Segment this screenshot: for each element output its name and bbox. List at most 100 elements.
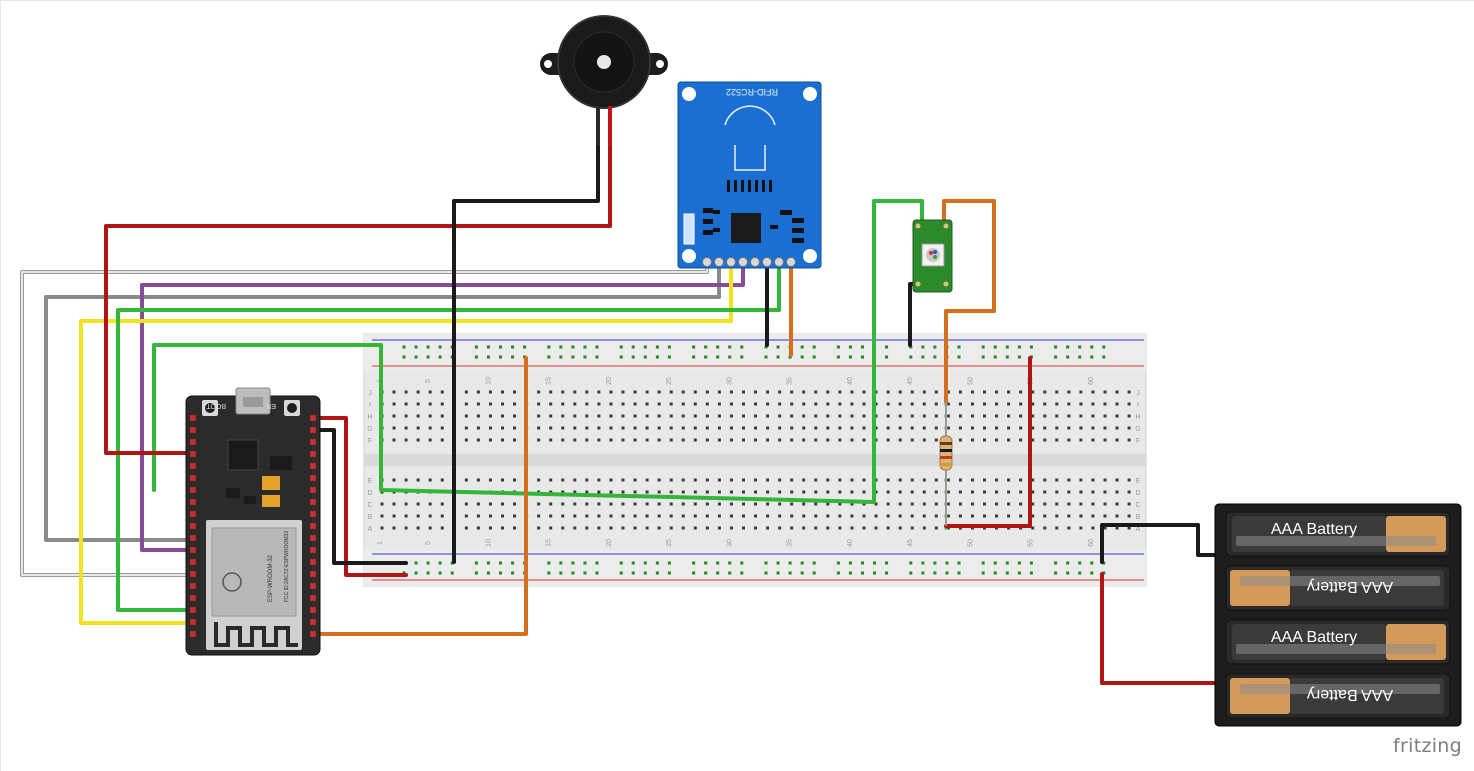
breadboard-column-number: 30 — [726, 539, 733, 547]
breadboard-column-number: 25 — [666, 539, 673, 547]
esp32-pin-right — [309, 486, 317, 494]
wire-red-esp — [311, 416, 408, 577]
esp32-pin-left — [189, 426, 197, 434]
rfid-pin — [726, 257, 736, 267]
breadboard-column-number: 20 — [606, 539, 613, 547]
esp32-pin-right — [309, 462, 317, 470]
wire-black-battery — [1100, 523, 1220, 564]
breadboard-column-number: 45 — [907, 377, 914, 385]
esp32-pin-left — [189, 606, 197, 614]
battery-cell: AAA Battery — [1225, 673, 1451, 719]
esp32-pin-right — [309, 618, 317, 626]
esp32-pin-right — [309, 414, 317, 422]
breadboard-row-letter: H — [1135, 414, 1140, 421]
breadboard: 1155101015152020252530303535404045455050… — [363, 333, 1147, 587]
breadboard-column-number: 1 — [377, 541, 384, 545]
rfid-pin — [750, 257, 760, 267]
rfid-pin — [786, 257, 796, 267]
esp32-pin-right — [309, 558, 317, 566]
esp32-pin-right — [309, 498, 317, 506]
fritzing-watermark: fritzing — [1393, 735, 1462, 757]
wire-black-esp — [311, 428, 408, 565]
breadboard-column-number: 60 — [1088, 377, 1095, 385]
breadboard-column-number: 45 — [907, 539, 914, 547]
battery-label: AAA Battery — [1307, 578, 1393, 595]
esp32-pin-left — [189, 474, 197, 482]
breadboard-row-letter: C — [1135, 502, 1140, 509]
breadboard-column-number: 50 — [967, 539, 974, 547]
esp32-pin-right — [309, 606, 317, 614]
esp32-pin-left — [189, 486, 197, 494]
esp32-pins — [189, 414, 317, 638]
esp32-pin-right — [309, 450, 317, 458]
esp32-pin-right — [309, 582, 317, 590]
rfid-module: RFID-RC522 — [677, 81, 822, 269]
battery-cell: AAA Battery — [1225, 565, 1451, 611]
rfid-pins — [702, 257, 796, 267]
breadboard-row-letter: A — [368, 526, 373, 533]
breadboard-row-letter: E — [1136, 478, 1141, 485]
rfid-pin — [702, 257, 712, 267]
rfid-pin — [762, 257, 772, 267]
breadboard-column-number: 40 — [847, 377, 854, 385]
breadboard-row-letter: B — [368, 514, 373, 521]
rfid-pin — [714, 257, 724, 267]
breadboard-row-letter: H — [367, 414, 372, 421]
esp32-pin-left — [189, 438, 197, 446]
esp32-pin-left — [189, 558, 197, 566]
esp32-pin-left — [189, 570, 197, 578]
esp32-pin-left — [189, 546, 197, 554]
breadboard-column-number: 10 — [485, 539, 492, 547]
wire-yellow — [79, 266, 733, 625]
breadboard-row-letter: J — [368, 390, 372, 397]
wire-orange-led — [942, 199, 996, 404]
wire-green-1 — [116, 266, 781, 612]
esp32-pin-right — [309, 534, 317, 542]
breadboard-column-number: 40 — [847, 539, 854, 547]
wire-red-battery — [1100, 572, 1220, 685]
esp32-pin-left — [189, 462, 197, 470]
breadboard-row-letter: I — [1137, 402, 1139, 409]
rfid-pin — [738, 257, 748, 267]
breadboard-row-letter: F — [368, 438, 372, 445]
esp32-pin-right — [309, 522, 317, 530]
esp32-pin-left — [189, 594, 197, 602]
breadboard-row-letter: D — [367, 490, 372, 497]
breadboard-column-number: 10 — [485, 377, 492, 385]
wire-orange-esp — [311, 356, 528, 636]
rfid-label: RFID-RC522 — [726, 87, 778, 97]
wire-gray — [44, 266, 721, 542]
rfid-pin — [774, 257, 784, 267]
esp32-pin-left — [189, 618, 197, 626]
wire-purple — [140, 266, 745, 552]
esp32-fcc-label: FCC ID:2AC7Z-ESPWROOM32 — [284, 531, 290, 602]
resistor — [939, 402, 953, 526]
esp32-pin-left — [189, 414, 197, 422]
breadboard-row-letter: B — [1136, 514, 1141, 521]
esp32-pin-left — [189, 510, 197, 518]
breadboard-row-letter: C — [367, 502, 372, 509]
wire-red-buzzer — [104, 138, 612, 455]
breadboard-column-number: 35 — [787, 377, 794, 385]
breadboard-row-letter: D — [1135, 490, 1140, 497]
esp32-en-label: EN — [266, 402, 276, 409]
esp32-pin-left — [189, 582, 197, 590]
battery-cell: AAA Battery — [1225, 511, 1451, 557]
esp32-board: ESP-WROOM-32 FCC ID:2AC7Z-ESPWROOM32 BOO… — [185, 387, 321, 656]
breadboard-row-letter: E — [368, 478, 373, 485]
esp32-pin-right — [309, 630, 317, 638]
esp32-chip-label: ESP-WROOM-32 — [268, 554, 274, 602]
breadboard-column-number: 5 — [425, 541, 432, 545]
esp32-pin-right — [309, 510, 317, 518]
wire-green-2 — [152, 199, 924, 504]
esp32-boot-label: BOOT — [205, 402, 226, 409]
led-module — [912, 219, 953, 293]
buzzer — [540, 15, 668, 146]
breadboard-column-number: 35 — [787, 539, 794, 547]
breadboard-row-letter: G — [367, 426, 372, 433]
esp32-pin-left — [189, 522, 197, 530]
esp32-pin-left — [189, 534, 197, 542]
breadboard-column-number: 60 — [1088, 539, 1095, 547]
